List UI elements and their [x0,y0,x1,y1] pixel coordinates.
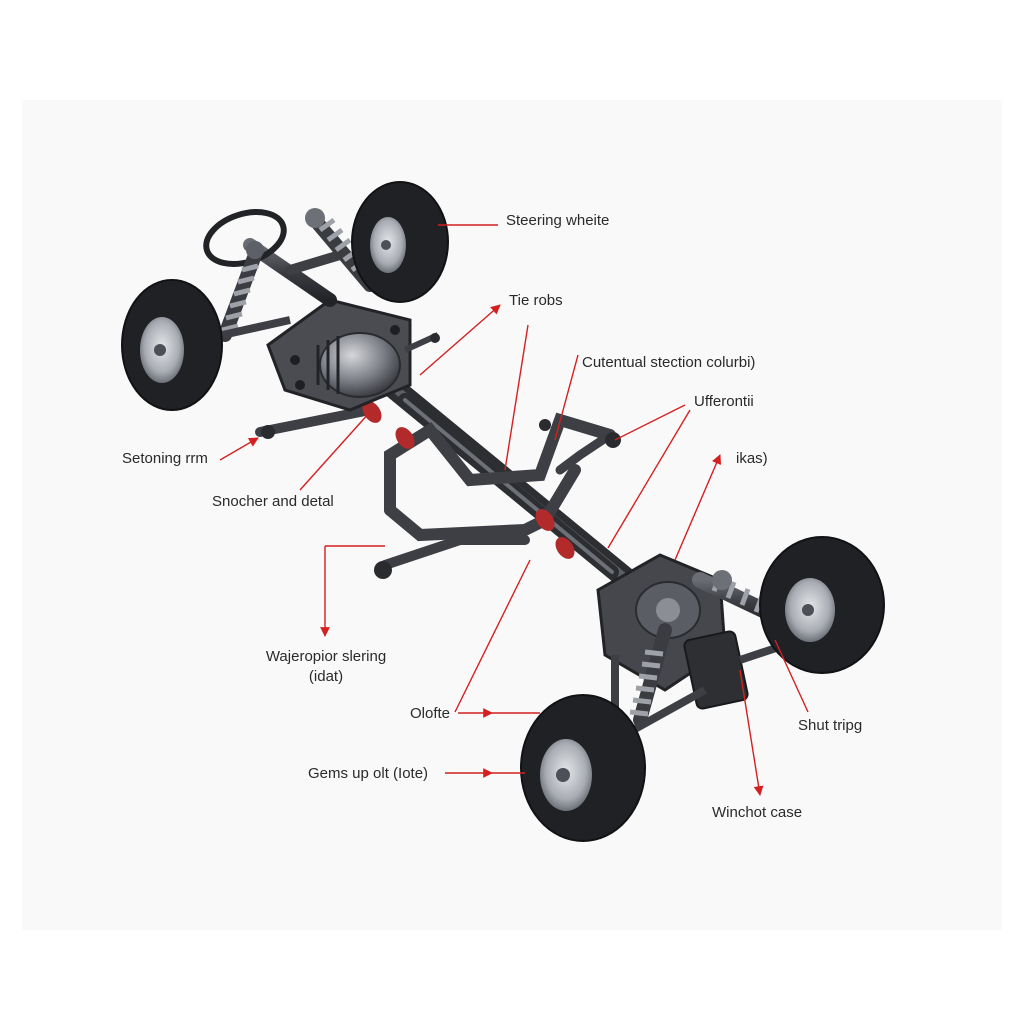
leader-lines [219,224,809,796]
label-snocher-detal: Snocher and detal [212,493,334,510]
label-wajeropior-line2: (idat) [308,668,344,685]
label-setoning-arm: Setoning rrm [122,450,208,467]
diagram-background [22,100,1002,930]
label-olofte: Olofte [410,705,451,722]
front-shock-left [218,241,264,342]
label-steering-wheel: Steering wheite [506,212,610,229]
front-differential [319,332,401,398]
front-assembly [199,208,440,412]
wheel-rear-left [520,694,646,842]
label-tie-rods: Tie robs [509,292,563,309]
label-shut-tripg: Shut tripg [798,717,863,734]
label-gems-up-olt: Gems up olt (Iote) [308,765,429,782]
wheel-rear-right [759,536,885,674]
frame-rails [255,349,651,601]
rear-shock [629,623,672,727]
label-ikas: ikas) [736,450,768,467]
label-winchot-case: Winchot case [712,804,803,821]
label-ufferontii: Ufferontii [694,393,754,410]
wheel-front-left [121,279,223,411]
label-cutentual-section: Cutentual stection colurbi) [582,354,756,371]
label-wajeropior-line1: Wajeropior slering [265,648,387,665]
wheel-front-right [351,181,449,303]
